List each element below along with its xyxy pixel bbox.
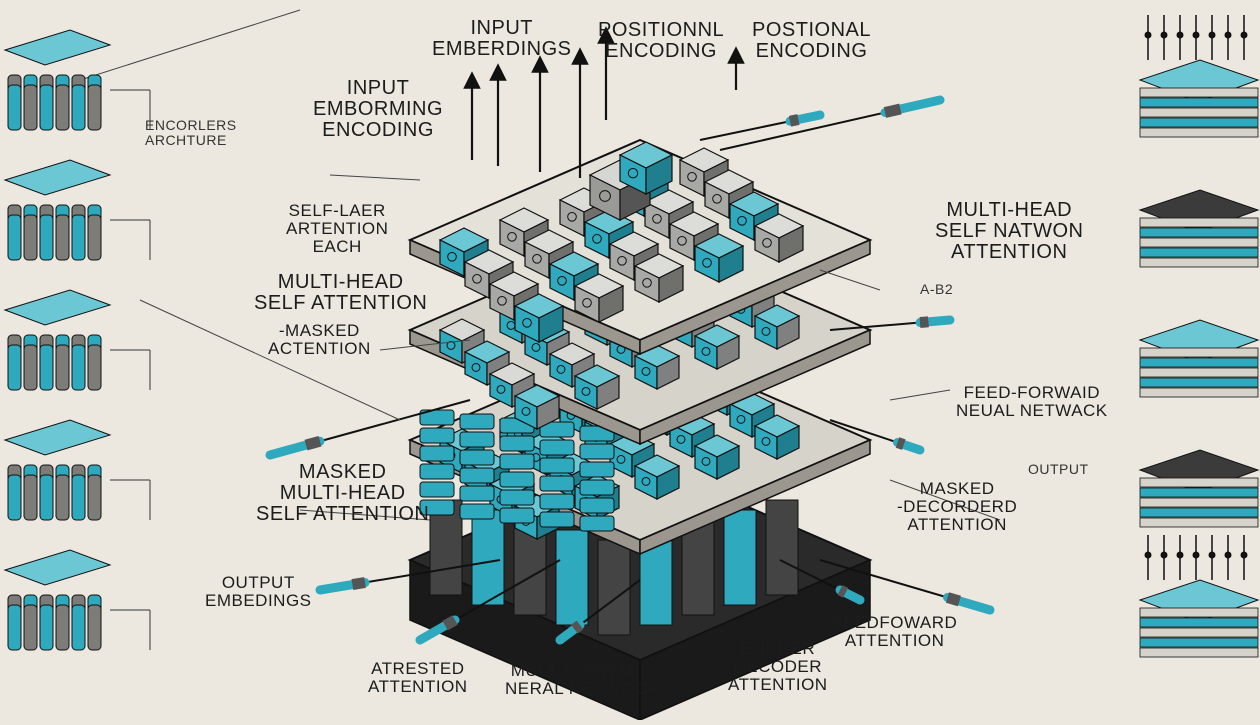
left-component bbox=[3, 29, 151, 131]
probe-cable bbox=[699, 110, 825, 141]
label-self-attention-each: SELF-LAER ARTENTION EACH bbox=[286, 201, 389, 256]
label-multihead-self-attention-left: MULTI-HEAD SELF ATTENTION bbox=[254, 271, 428, 314]
layer-2-cube bbox=[753, 304, 801, 350]
label-masked-attention: -MASKED ACTENTION bbox=[268, 321, 371, 358]
cyan-stack bbox=[419, 409, 455, 516]
decoder-pillar bbox=[681, 519, 715, 616]
probe-cable bbox=[829, 315, 955, 331]
layer-2-cube bbox=[633, 344, 681, 390]
label-masked-multihead-self-attention: MASKED MULTI-HEAD SELF ATTENTION bbox=[256, 461, 430, 525]
cyan-stack bbox=[539, 421, 575, 528]
decoder-pillar bbox=[597, 539, 631, 636]
left-component bbox=[3, 419, 151, 521]
probe-cable bbox=[265, 399, 471, 460]
left-component bbox=[3, 549, 151, 651]
label-input-embeddings: INPUT EMBERDINGS bbox=[432, 17, 572, 60]
leader-line bbox=[299, 509, 431, 521]
leader-line bbox=[889, 389, 951, 401]
label-input-embedding-encoding: INPUT EMBORMING ENCODING bbox=[313, 77, 444, 141]
leader-line bbox=[379, 339, 471, 351]
layer-3-cube bbox=[753, 414, 801, 460]
cyan-stack bbox=[579, 425, 615, 532]
label-mult-forward-network: MULT-FORWARD NERAL NETWOCK bbox=[505, 661, 660, 698]
label-attested-attention: ATRESTED ATTENTION bbox=[368, 659, 468, 696]
layer-2-cube bbox=[513, 384, 561, 430]
label-encoders-architecture: ENCORLERS ARCHTURE bbox=[145, 117, 237, 148]
layer-2-cube bbox=[573, 364, 621, 410]
label-multihead-self-attention-right: MULTI-HEAD SELF NATWON ATTENTION bbox=[935, 199, 1084, 263]
probe-cable bbox=[415, 559, 561, 645]
probe-cable bbox=[819, 559, 995, 615]
label-positional-encoding-1: POSITIONNL ENCODING bbox=[598, 19, 725, 62]
right-component bbox=[1138, 449, 1260, 528]
tower-cube bbox=[618, 141, 674, 195]
right-component bbox=[1138, 189, 1260, 268]
probe-cable bbox=[719, 95, 945, 151]
probe-cable bbox=[779, 559, 865, 605]
cyan-stack bbox=[499, 417, 535, 524]
layer-1-cube bbox=[633, 253, 685, 303]
layer-1-cube bbox=[513, 293, 565, 343]
label-feed-forward-network: FEED-FORWAID NEUAL NETWACK bbox=[956, 383, 1108, 420]
layer-1-cube bbox=[693, 233, 745, 283]
label-feedforward-attention: FEEDFOWARD ATTENTION bbox=[832, 613, 958, 650]
decoder-pillar bbox=[429, 499, 463, 596]
leader-line bbox=[139, 299, 401, 421]
probe-cable bbox=[829, 419, 925, 455]
cyan-stack bbox=[459, 413, 495, 520]
left-component bbox=[3, 159, 151, 261]
label-masked-decorded-attention: MASKED -DECORDERD ATTENTION bbox=[897, 479, 1018, 534]
label-a-b2: A-B2 bbox=[920, 281, 954, 297]
decoder-pillar bbox=[555, 529, 589, 626]
layer-2-cube bbox=[693, 324, 741, 370]
decoder-pillar bbox=[765, 499, 799, 596]
decoder-pillar bbox=[471, 509, 505, 606]
probe-cable bbox=[315, 559, 501, 595]
probe-cable bbox=[555, 579, 641, 645]
leader-line bbox=[79, 9, 301, 81]
layer-1-cube bbox=[573, 273, 625, 323]
layer-1-cube bbox=[753, 213, 805, 263]
decoder-pillar bbox=[723, 509, 757, 606]
leader-line bbox=[889, 479, 1001, 521]
right-component bbox=[1138, 535, 1260, 658]
leader-line bbox=[819, 269, 881, 291]
leader-line bbox=[329, 174, 421, 181]
label-output: OUTPUT bbox=[1028, 461, 1089, 477]
label-positional-encoding-2: POSTIONAL ENCODING bbox=[752, 19, 871, 62]
layer-3-cube bbox=[633, 454, 681, 500]
layer-3-cube bbox=[693, 434, 741, 480]
label-ender-decoder-attention: ENDDER DECODER ATTENTION bbox=[728, 639, 828, 694]
right-component bbox=[1138, 319, 1260, 398]
right-component bbox=[1138, 15, 1260, 138]
left-component bbox=[3, 289, 151, 391]
layer-2-cube bbox=[438, 318, 486, 364]
label-output-embeddings: OUTPUT EMBEDINGS bbox=[205, 573, 312, 610]
